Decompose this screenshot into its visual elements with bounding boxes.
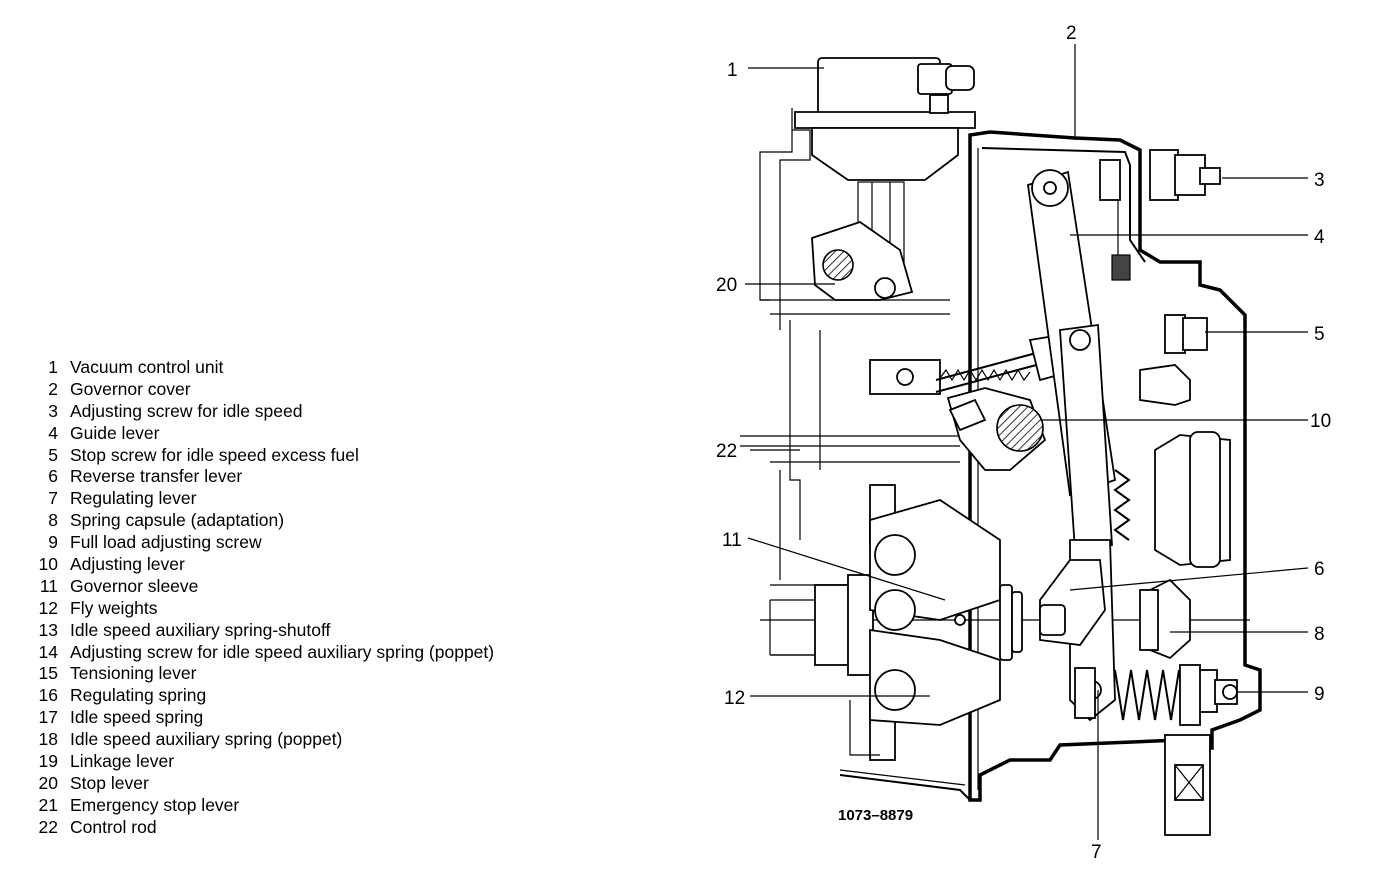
adjusting-lever-assembly: [946, 387, 1047, 471]
legend-item: 10 Adjusting lever: [22, 553, 662, 575]
bottom-bearing: [1164, 734, 1211, 836]
legend-label: Linkage lever: [70, 751, 175, 772]
legend-number: 17: [38, 707, 58, 728]
legend-item: 4 Guide lever: [22, 422, 662, 444]
callout-20: 20: [716, 275, 737, 296]
legend-item: 7 Regulating lever: [22, 487, 662, 509]
legend-item: 3 Adjusting screw for idle speed: [22, 400, 662, 422]
legend-label: Adjusting lever: [70, 554, 185, 575]
legend-label: Governor sleeve: [70, 575, 199, 596]
callout-5: 5: [1314, 324, 1325, 345]
regulating-lever: [1059, 323, 1116, 722]
legend-item: 12 Fly weights: [22, 597, 662, 619]
legend-number: 5: [48, 444, 58, 465]
callout-10: 10: [1310, 411, 1331, 432]
legend-number: 12: [38, 597, 58, 618]
legend-item: 17 Idle speed spring: [22, 706, 662, 728]
legend-item: 1 Vacuum control unit: [22, 356, 662, 378]
callout-leaders: [745, 44, 1309, 840]
callout-7: 7: [1091, 842, 1102, 863]
callout-11: 11: [722, 530, 742, 551]
legend-label: Adjusting screw for idle speed: [70, 400, 303, 421]
stop-screw-idle-excess: [1139, 314, 1208, 406]
legend-label: Spring capsule (adaptation): [70, 510, 285, 531]
legend-item: 15 Tensioning lever: [22, 662, 662, 684]
legend-number: 19: [38, 751, 58, 772]
full-load-adjusting-screw: [1194, 669, 1238, 713]
legend-number: 18: [38, 729, 58, 750]
legend-number: 13: [38, 619, 58, 640]
callout-3: 3: [1314, 170, 1325, 191]
callout-9: 9: [1314, 684, 1325, 705]
legend-label: Stop screw for idle speed excess fuel: [70, 444, 359, 465]
stop-lever: [811, 221, 914, 301]
legend-number: 3: [48, 400, 58, 421]
flyweight-assembly: [769, 484, 1023, 761]
legend-number: 1: [48, 357, 58, 377]
legend-item: 19 Linkage lever: [22, 750, 662, 772]
legend-label: Stop lever: [70, 772, 149, 793]
callout-6: 6: [1314, 559, 1325, 580]
legend-label: Idle speed spring: [70, 707, 204, 728]
legend-label: Idle speed auxiliary spring (poppet): [70, 729, 343, 750]
legend-number: 15: [38, 663, 58, 684]
legend-number: 22: [38, 816, 58, 837]
legend-item: 18 Idle speed auxiliary spring (poppet): [22, 728, 662, 750]
legend-label: Guide lever: [70, 422, 160, 443]
callout-1: 1: [727, 60, 738, 81]
legend-label: Tensioning lever: [70, 663, 197, 684]
legend-number: 11: [39, 575, 58, 596]
legend-number: 2: [48, 378, 58, 399]
legend-number: 4: [48, 422, 58, 443]
spring-capsule: [1139, 431, 1231, 660]
idle-adjusting-screw: [1099, 149, 1221, 281]
legend-label: Vacuum control unit: [70, 357, 224, 377]
legend-item: 6 Reverse transfer lever: [22, 465, 662, 487]
callout-4: 4: [1314, 227, 1325, 248]
legend-number: 10: [38, 554, 58, 575]
reverse-transfer-lever: [1039, 559, 1106, 646]
legend-number: 9: [48, 532, 58, 553]
legend-item: 20 Stop lever: [22, 772, 662, 794]
callout-8: 8: [1314, 624, 1325, 645]
legend-item: 9 Full load adjusting screw: [22, 531, 662, 553]
legend-label: Full load adjusting screw: [70, 532, 262, 553]
legend-label: Idle speed auxiliary spring-shutoff: [70, 619, 331, 640]
legend-number: 8: [48, 510, 58, 531]
legend-label: Reverse transfer lever: [70, 466, 243, 487]
legend-number: 7: [48, 488, 58, 509]
legend-label: Emergency stop lever: [70, 794, 240, 815]
legend-number: 20: [38, 772, 58, 793]
callout-2: 2: [1066, 23, 1077, 44]
legend-item: 21 Emergency stop lever: [22, 794, 662, 816]
legend-number: 16: [38, 685, 58, 706]
legend-label: Fly weights: [70, 597, 158, 618]
vacuum-control-unit: [794, 57, 976, 263]
legend-label: Control rod: [70, 816, 157, 837]
regulating-spring: [1113, 469, 1131, 541]
legend-label: Regulating lever: [70, 488, 197, 509]
legend-item: 11 Governor sleeve: [22, 575, 662, 597]
legend-label: Regulating spring: [70, 685, 207, 706]
legend-number: 14: [38, 641, 58, 662]
callout-12: 12: [724, 688, 745, 709]
callout-numbers: 1 2 3 4 5 10 6 8 9 7 20 22 11 12 1073–88…: [716, 23, 1331, 863]
legend-number: 21: [38, 794, 58, 815]
legend-item: 8 Spring capsule (adaptation): [22, 509, 662, 531]
legend-item: 2 Governor cover: [22, 378, 662, 400]
legend-item: 22 Control rod: [22, 816, 662, 838]
legend-item: 14 Adjusting screw for idle speed auxilia…: [22, 641, 662, 663]
legend-number: 6: [48, 466, 58, 487]
idle-speed-spring: [1074, 664, 1201, 726]
callout-22: 22: [716, 441, 737, 462]
legend-item: 16 Regulating spring: [22, 684, 662, 706]
legend-label: Governor cover: [70, 378, 191, 399]
housing-base: [839, 700, 971, 801]
legend-item: 13 Idle speed auxiliary spring-shutoff: [22, 619, 662, 641]
reference-code: 1073–8879: [838, 807, 913, 824]
legend-item: 5 Stop screw for idle speed excess fuel: [22, 444, 662, 466]
legend-label: Adjusting screw for idle speed auxiliary…: [70, 641, 495, 662]
